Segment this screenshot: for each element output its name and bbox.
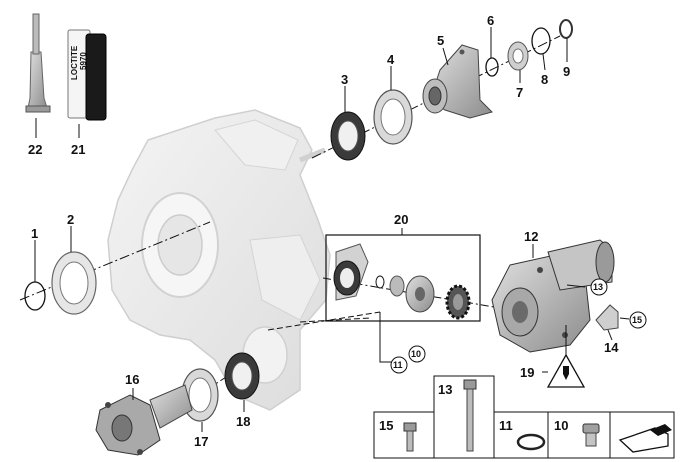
- front-flange-part-16: [95, 384, 193, 456]
- group-20-frame: [325, 234, 481, 322]
- loctite-brand-label: LOCTITE: [70, 45, 79, 80]
- sealant-tube-part-22: [25, 13, 51, 113]
- o-ring-part-11: [516, 433, 546, 451]
- loctite-code-label: 5970: [79, 52, 88, 70]
- callout-1: 1: [31, 226, 38, 241]
- callout-12: 12: [524, 229, 538, 244]
- circlip-part-9: [559, 19, 573, 39]
- circled-10: 10: [411, 349, 421, 359]
- callout-8: 8: [541, 72, 548, 87]
- callout-6: 6: [487, 13, 494, 28]
- o-ring-part-1: [24, 281, 46, 311]
- shim-part-4: [373, 89, 413, 145]
- long-bolt-part-13: [463, 379, 477, 452]
- washer-part-7: [507, 41, 529, 71]
- callout-20: 20: [394, 212, 408, 227]
- loctite-bottle-part-21: LOCTITE 5970: [67, 29, 107, 121]
- callout-18: 18: [236, 414, 250, 429]
- legend-10-number: 10: [554, 418, 568, 433]
- actuator-motor-part-12: [491, 239, 615, 353]
- callout-7: 7: [516, 85, 523, 100]
- callout-19: 19: [520, 365, 534, 380]
- legend-boxes: [373, 375, 675, 459]
- o-ring-part-6: [485, 57, 499, 77]
- screw-plug-part-10: [582, 423, 600, 447]
- callout-9: 9: [563, 64, 570, 79]
- shim-ring-part-2: [51, 251, 97, 315]
- bolt-part-15: [403, 422, 417, 452]
- circled-13: 13: [593, 282, 603, 292]
- circled-references: [390, 278, 647, 374]
- legend-11-number: 11: [499, 418, 513, 433]
- callout-22: 22: [28, 142, 42, 157]
- output-flange-part-5: [422, 44, 493, 119]
- callout-14: 14: [604, 340, 619, 355]
- shaft-seal-part-3: [330, 111, 366, 161]
- callout-2: 2: [67, 212, 74, 227]
- callout-numbers: 1 2 3 4 5 6 7 8 9 12 14 16 17 18 19 20 2…: [28, 13, 619, 449]
- group-20-parts: [333, 243, 471, 320]
- callout-16: 16: [125, 372, 139, 387]
- legend-15-number: 15: [379, 418, 393, 433]
- callout-4: 4: [387, 52, 395, 67]
- callout-17: 17: [194, 434, 208, 449]
- legend-13-number: 13: [438, 382, 452, 397]
- tool-icon: [618, 424, 672, 453]
- callout-5: 5: [437, 33, 444, 48]
- warning-triangle-part-19: [546, 325, 586, 388]
- transfer-case-housing: [107, 109, 331, 411]
- bracket-part-14: [595, 304, 619, 331]
- leader-lines: [34, 27, 630, 432]
- callout-21: 21: [71, 142, 85, 157]
- callout-3: 3: [341, 72, 348, 87]
- circled-15: 15: [632, 315, 642, 325]
- circled-11: 11: [393, 360, 403, 370]
- shaft-seal-part-18: [224, 352, 260, 400]
- o-ring-part-8: [531, 27, 551, 55]
